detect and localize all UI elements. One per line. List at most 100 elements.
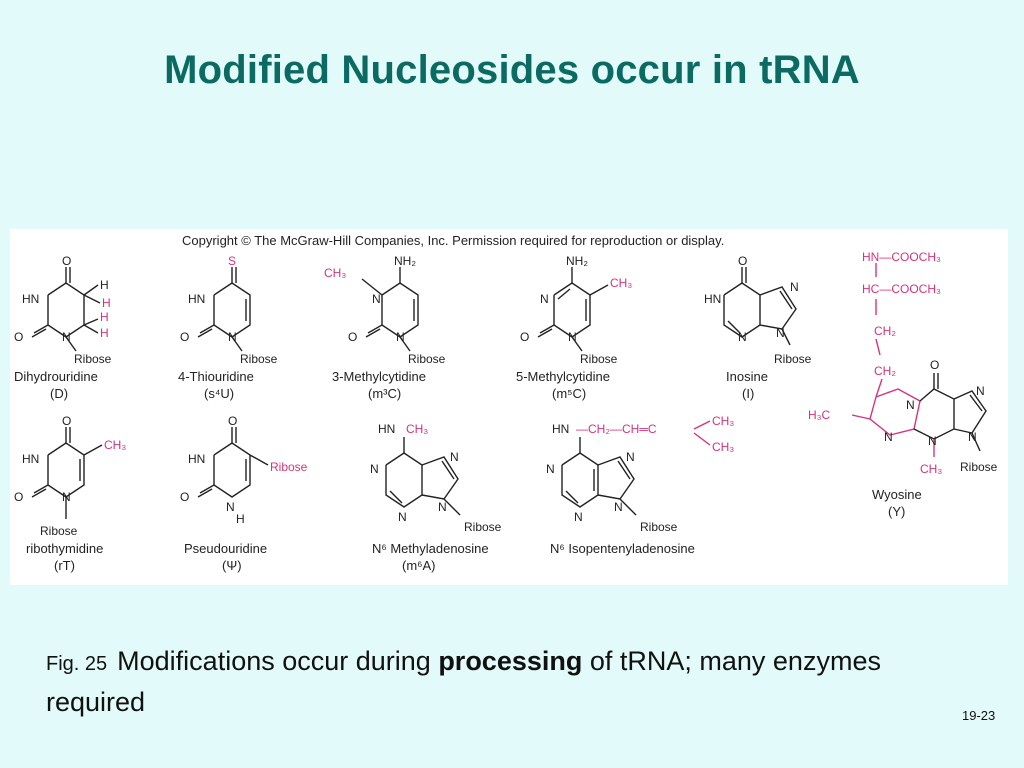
atom-ribose: Ribose [464,520,502,534]
atom-ribose: Ribose [40,524,78,538]
atom-hn: HN [378,422,395,436]
atom-o: O [930,358,939,372]
molecule-5-methylcytidine [537,267,609,352]
atom-n: N [370,462,379,476]
page-number: 19-23 [962,708,996,723]
molecule-inosine [723,267,797,346]
atom-n: N [884,430,893,444]
molecule-abbr: (rT) [54,558,75,573]
atom-ch3-mod: CH₃ [104,438,126,452]
isopentenyl-chain-mod: —CH₂—CH═C [576,422,657,436]
molecule-abbr: (m³C) [368,386,401,401]
atom-hn: HN [22,452,39,466]
atom-ribose: Ribose [774,352,812,366]
atom-hn: HN [188,292,205,306]
atom-n: N [540,292,549,306]
atom-o: O [180,490,189,504]
atom-n: N [614,500,623,514]
atom-ribose: Ribose [640,520,678,534]
molecule-name: Pseudouridine [184,541,267,556]
molecule-name: 4-Thiouridine [178,369,254,384]
atom-ch3-mod: CH₃ [712,440,734,454]
molecule-name: Wyosine [872,487,922,502]
atom-h-mod: H [102,296,111,310]
atom-hc-cooch3-mod: HC—COOCH₃ [862,282,941,296]
molecule-abbr: (Ψ) [222,558,242,573]
molecule-abbr: (m⁵C) [552,386,586,401]
atom-o: O [62,414,71,428]
atom-n: N [738,330,747,344]
atom-hn: HN [552,422,569,436]
atom-n: N [62,490,71,504]
atom-n: N [226,500,235,514]
atom-o: O [14,490,23,504]
atom-ch3-mod: CH₃ [712,414,734,428]
atom-n: N [906,398,915,412]
atom-n: N [976,384,985,398]
atom-o: O [180,330,189,344]
atom-o: O [14,330,23,344]
atom-ch3-mod: CH₃ [406,422,428,436]
molecule-name: 3-Methylcytidine [332,369,426,384]
molecule-abbr: (D) [50,386,68,401]
atom-ribose: Ribose [240,352,278,366]
atom-ribose: Ribose [580,352,618,366]
atom-n: N [62,330,71,344]
caption-text-before: Modifications occur during [117,646,439,676]
atom-n: N [438,500,447,514]
atom-h-mod: H [100,310,109,324]
molecule-name: N⁶ Isopentenyladenosine [550,541,695,556]
atom-n: N [968,430,977,444]
atom-n: N [396,330,405,344]
atom-h3c-mod: H₃C [808,408,831,422]
molecule-ribothymidine [31,427,103,519]
atom-s-mod: S [228,254,236,268]
molecule-pseudouridine [197,427,269,498]
molecule-name: ribothymidine [26,541,103,556]
molecule-abbr: (m⁶A) [402,558,436,573]
atom-n: N [398,510,407,524]
molecule-n6-methyladenosine [385,437,461,516]
atom-ribose: Ribose [960,460,998,474]
atom-hn: HN [188,452,205,466]
molecule-name: N⁶ Methyladenosine [372,541,489,556]
atom-ribose: Ribose [408,352,446,366]
atom-o: O [228,414,237,428]
atom-n: N [626,450,635,464]
atom-ch3-mod: CH₃ [324,266,346,280]
atom-h-mod: H [100,326,109,340]
atom-ch2-mod: CH₂ [874,364,896,378]
atom-nh2: NH₂ [566,254,588,268]
nucleoside-structures-figure: Copyright © The McGraw-Hill Companies, I… [14,233,998,573]
figure-panel: Copyright © The McGraw-Hill Companies, I… [10,229,1008,585]
molecule-name: 5-Methylcytidine [516,369,610,384]
atom-ribose-mod: Ribose [270,460,308,474]
atom-n: N [228,330,237,344]
atom-hn: HN [704,292,721,306]
molecule-4-thiouridine [197,267,251,352]
atom-ch3-mod: CH₃ [610,276,632,290]
atom-o: O [738,254,747,268]
atom-o: O [520,330,529,344]
atom-n: N [546,462,555,476]
atom-nh2: NH₂ [394,254,416,268]
molecule-name: Dihydrouridine [14,369,98,384]
atom-n: N [928,434,937,448]
atom-ribose: Ribose [74,352,112,366]
atom-h: H [236,512,245,526]
molecule-abbr: (Y) [888,504,905,519]
molecule-wyosine [851,263,987,457]
atom-hn: HN [22,292,39,306]
atom-n: N [372,292,381,306]
molecule-dihydrouridine [31,267,101,352]
molecule-abbr: (I) [742,386,754,401]
atom-n: N [568,330,577,344]
atom-ch2-mod: CH₂ [874,324,896,338]
atom-o: O [348,330,357,344]
caption-bold-word: processing [438,646,583,676]
caption-text-after: of tRNA; many enzymes required [46,646,881,717]
atom-o: O [62,254,71,268]
molecule-name: Inosine [726,369,768,384]
atom-n: N [776,326,785,340]
